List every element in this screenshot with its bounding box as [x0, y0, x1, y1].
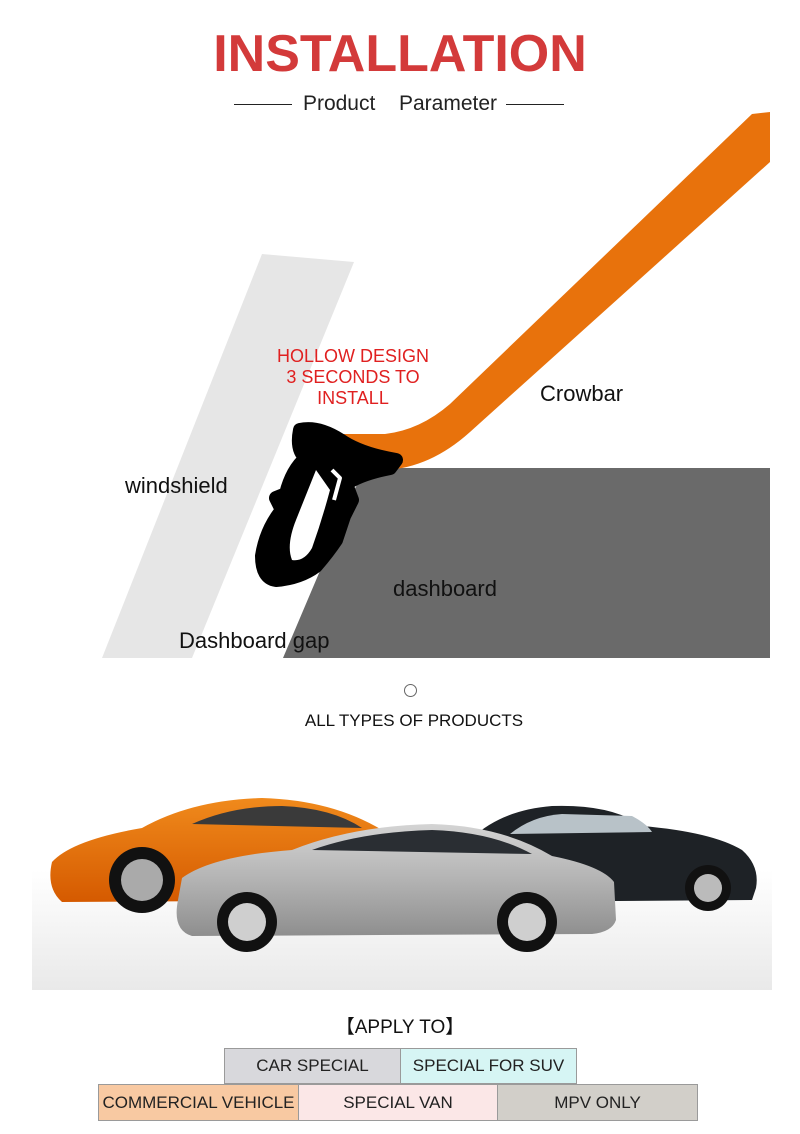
subtitle-rule-right — [506, 104, 564, 105]
hollow-design-note: HOLLOW DESIGN 3 SECONDS TO INSTALL — [248, 346, 458, 409]
crowbar-label: Crowbar — [540, 381, 624, 406]
note-line-1: HOLLOW DESIGN — [276, 346, 430, 366]
dashboard-shape — [283, 468, 770, 658]
dashboard-label: dashboard — [393, 576, 497, 601]
all-types-text: ALL TYPES OF PRODUCTS — [304, 711, 524, 730]
apply-car-special: CAR SPECIAL — [224, 1048, 401, 1084]
installation-diagram — [102, 112, 770, 658]
silver-sedan — [176, 824, 616, 952]
windshield-shape — [102, 254, 354, 658]
apply-commercial-vehicle: COMMERCIAL VEHICLE — [98, 1084, 299, 1121]
crowbar-shape — [300, 112, 770, 470]
subtitle-rule-left — [234, 104, 292, 105]
seal-profile — [255, 422, 403, 587]
cars-illustration — [32, 798, 772, 990]
apply-mpv-only: MPV ONLY — [497, 1084, 698, 1121]
apply-special-suv: SPECIAL FOR SUV — [400, 1048, 577, 1084]
page-title: INSTALLATION — [213, 25, 587, 83]
circle-icon — [404, 684, 417, 697]
note-line-2: 3 SECONDS TO INSTALL — [286, 367, 420, 408]
apply-to-heading: 【APPLY TO】 — [335, 1017, 465, 1038]
subtitle: Product Parameter — [302, 92, 498, 115]
apply-special-van: SPECIAL VAN — [298, 1084, 498, 1121]
subtitle-wrap: Product Parameter — [0, 92, 800, 116]
dashboard-gap-label: Dashboard gap — [179, 628, 330, 653]
windshield-label: windshield — [125, 473, 228, 498]
